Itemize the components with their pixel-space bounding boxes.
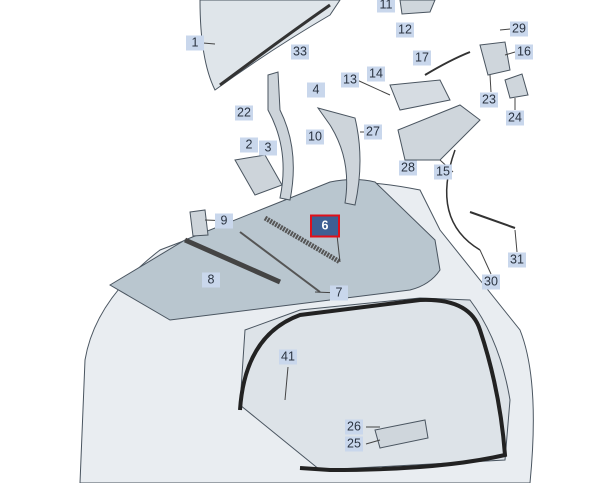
- callout-41[interactable]: 41: [279, 349, 297, 365]
- callout-33[interactable]: 33: [291, 44, 309, 60]
- rear-window-glass: [109, 179, 441, 321]
- spring-6: [263, 215, 342, 265]
- callout-14[interactable]: 14: [367, 66, 385, 82]
- callout-27[interactable]: 27: [364, 124, 382, 140]
- callout-29[interactable]: 29: [510, 21, 528, 37]
- callout-8[interactable]: 8: [202, 272, 220, 288]
- callout-9[interactable]: 9: [215, 213, 233, 229]
- trunk-seal: [238, 297, 508, 473]
- part-9: [189, 209, 209, 237]
- callout-10[interactable]: 10: [306, 129, 324, 145]
- callout-30[interactable]: 30: [482, 274, 500, 290]
- callout-12[interactable]: 12: [396, 22, 414, 38]
- callout-1[interactable]: 1: [186, 35, 204, 51]
- cable-31: [469, 211, 516, 229]
- hinge-arm: [267, 71, 294, 201]
- callout-23[interactable]: 23: [480, 92, 498, 108]
- callout-16[interactable]: 16: [515, 44, 533, 60]
- callout-25[interactable]: 25: [345, 436, 363, 452]
- callout-7[interactable]: 7: [330, 285, 348, 301]
- callout-24[interactable]: 24: [506, 110, 524, 126]
- part-11: [399, 0, 436, 15]
- cover-15: [397, 104, 481, 161]
- callout-6-selected[interactable]: 6: [310, 214, 340, 238]
- hinge-bracket-2: [234, 154, 283, 196]
- cable-17: [424, 51, 471, 76]
- callout-2[interactable]: 2: [240, 137, 258, 153]
- hinge-arm-27: [316, 107, 361, 206]
- callout-26[interactable]: 26: [345, 419, 363, 435]
- strut-7: [239, 231, 321, 293]
- callout-13[interactable]: 13: [341, 72, 359, 88]
- callout-31[interactable]: 31: [508, 252, 526, 268]
- strut-8: [183, 237, 282, 285]
- lid-strut-33: [219, 3, 331, 87]
- latch-25: [374, 419, 429, 449]
- lock-16: [479, 41, 511, 76]
- part-24: [504, 73, 529, 99]
- callout-17[interactable]: 17: [413, 50, 431, 66]
- callout-4[interactable]: 4: [307, 82, 325, 98]
- lock-motor-13: [389, 79, 451, 111]
- callout-28[interactable]: 28: [399, 160, 417, 176]
- callout-22[interactable]: 22: [235, 105, 253, 121]
- callout-3[interactable]: 3: [259, 140, 277, 156]
- callout-11[interactable]: 11: [377, 0, 395, 13]
- callout-15[interactable]: 15: [434, 164, 452, 180]
